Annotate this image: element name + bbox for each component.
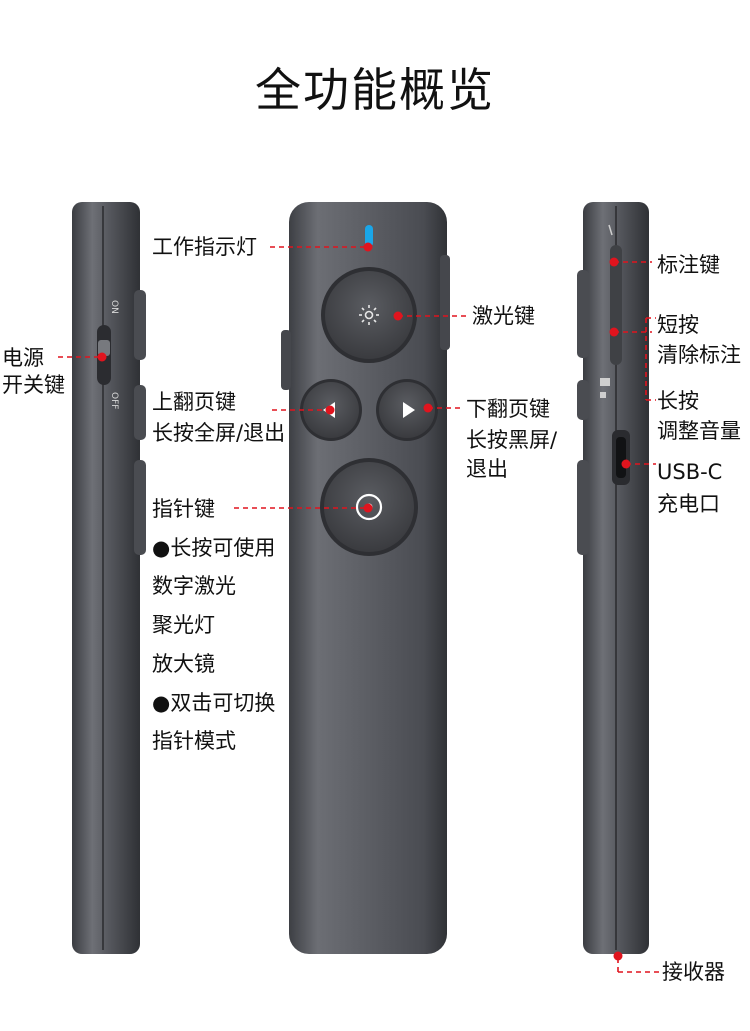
callout-dots [97,242,631,961]
sun-laser-icon [359,305,379,325]
callouts [58,246,660,973]
page-title: 全功能概览 [255,63,495,117]
label-adjust-volume: 调整音量 [657,419,741,443]
label-power-switch-2: 开关键 [2,373,65,397]
label-pointer-feature-1: ●长按可使用 [152,536,276,560]
switch-off-mark: OFF [109,392,119,409]
label-page-down-3: 退出 [466,457,508,481]
indicator-light [365,225,373,247]
label-page-up-2: 长按全屏/退出 [152,421,286,445]
label-pointer-feature-2: 数字激光 [152,574,236,598]
side-button-low [134,460,146,555]
speaker-icon [600,378,610,386]
label-page-up-1: 上翻页键 [152,390,236,414]
label-long-press: 长按 [657,389,699,413]
side-button-top [134,290,146,360]
side-button-mid [134,385,146,440]
label-power-switch-1: 电源 [2,346,44,370]
switch-on-mark: ON [109,300,119,314]
label-pointer-feature-6: 指针模式 [152,729,236,753]
label-usb-port-2: 充电口 [657,492,720,516]
label-short-press: 短按 [657,313,699,337]
label-pointer-feature-5: ●双击可切换 [152,691,276,715]
pen-icon [608,224,613,236]
label-pointer-feature-4: 放大镜 [152,652,215,676]
label-indicator-light: 工作指示灯 [152,235,257,259]
front-view [281,202,450,954]
label-annotate-button: 标注键 [657,253,720,277]
right-side-view [577,202,649,954]
label-pointer-feature-3: 聚光灯 [152,613,215,637]
label-clear-annotations: 清除标注 [657,343,741,367]
right-arrow-icon [403,402,415,418]
laser-button[interactable] [325,271,413,359]
left-side-view: ON OFF [72,202,146,954]
label-page-down-2: 长按黑屏/ [466,428,558,452]
label-usb-port-1: USB-C [657,460,723,484]
label-receiver: 接收器 [662,960,725,984]
label-page-down-1: 下翻页键 [466,397,550,421]
label-laser-button: 激光键 [472,304,535,328]
label-pointer-button: 指针键 [152,497,215,521]
